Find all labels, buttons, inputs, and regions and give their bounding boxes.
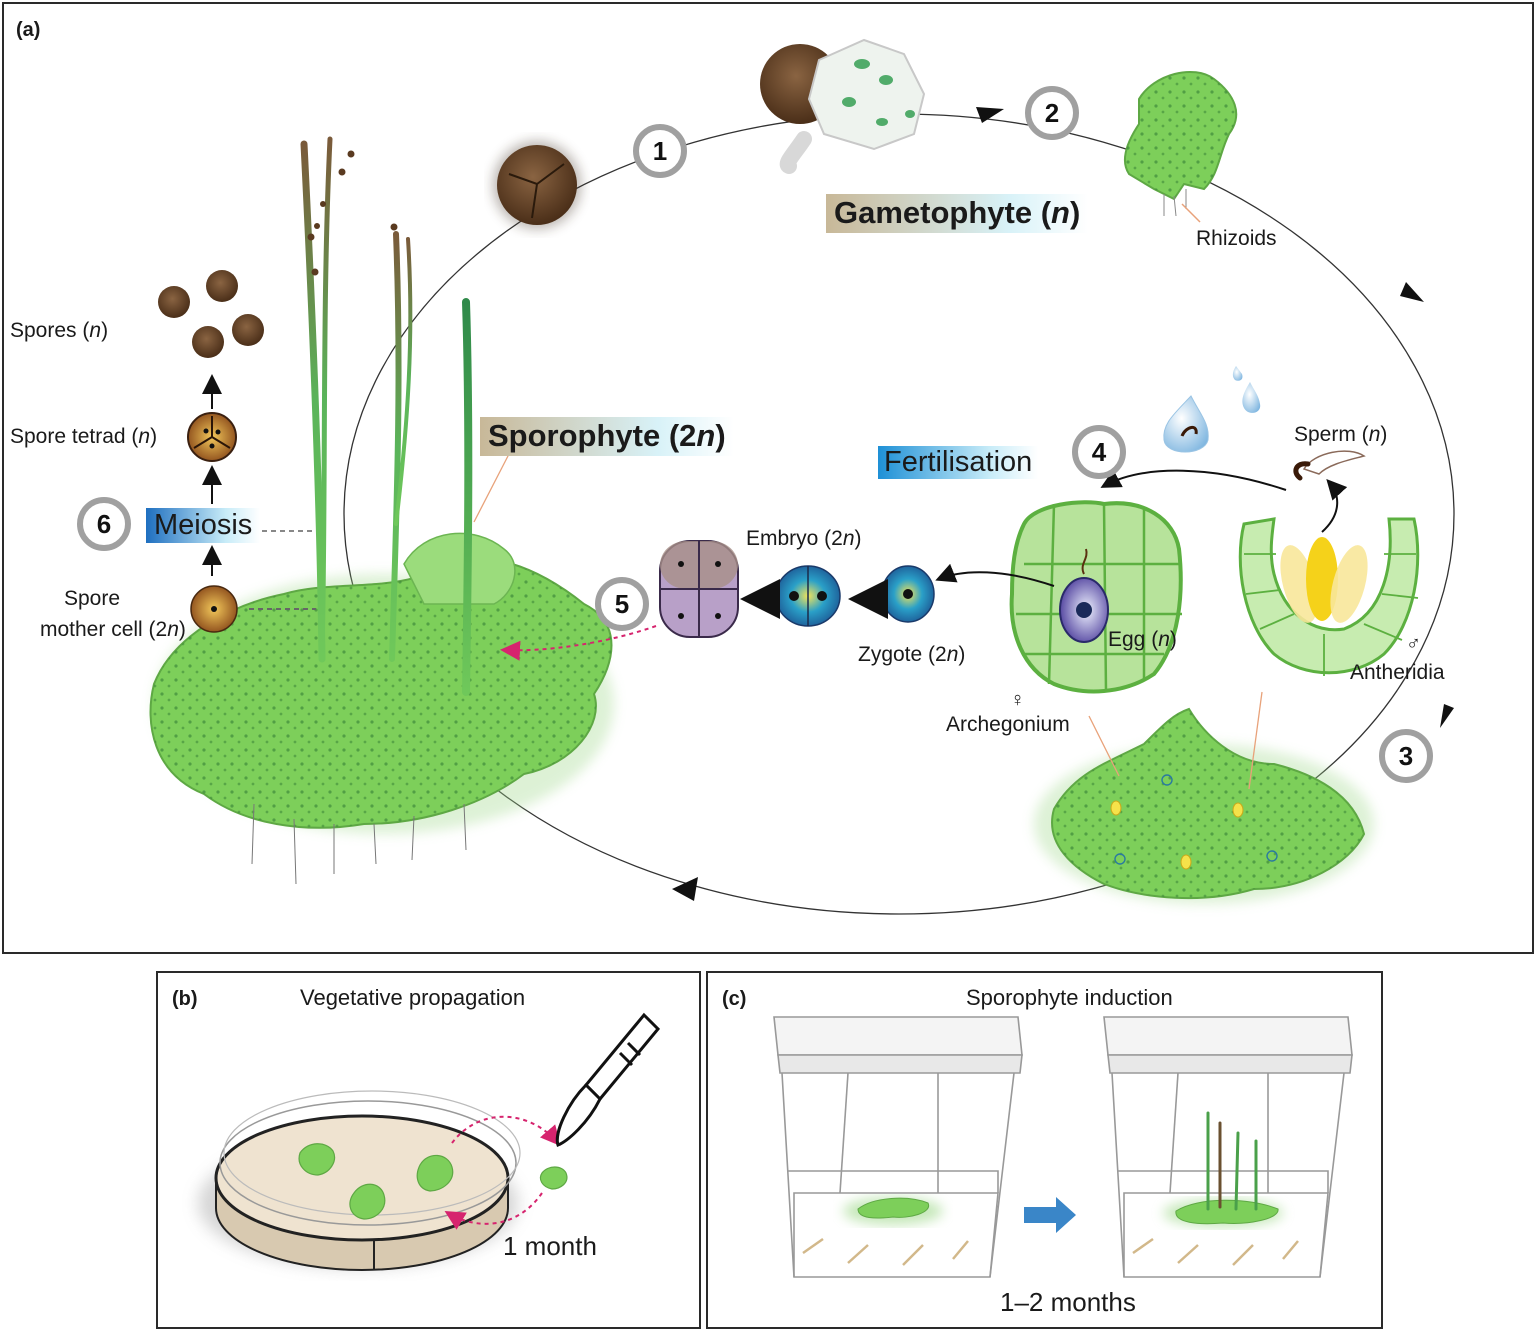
germinating-spore <box>760 38 926 174</box>
young-gametophyte <box>1123 70 1238 223</box>
spore-mother-cell-label-line1: Spore <box>64 587 121 610</box>
embryo-cell <box>775 565 841 627</box>
culture-box-after <box>1103 1016 1353 1278</box>
step-number: 1 <box>653 136 667 166</box>
petri-dish-artwork <box>198 1012 661 1271</box>
panel-title: Sporophyte induction <box>966 985 1173 1010</box>
panel-c: (c) Sporophyte induction 1–2 months <box>706 971 1383 1329</box>
male-symbol: ♂ <box>1406 633 1421 655</box>
spore-mother-cell-label-line2: mother cell (2n) <box>40 618 186 641</box>
panel-label: (b) <box>172 988 198 1010</box>
zygote-label: Zygote (2n) <box>858 643 966 666</box>
panel-label: (c) <box>722 988 747 1010</box>
spore-cluster <box>158 270 264 358</box>
embryo-label: Embryo (2n) <box>746 527 862 550</box>
spore-step1 <box>493 141 581 229</box>
cycle-arrowhead <box>1400 282 1424 302</box>
cycle-arrowhead <box>976 107 1004 123</box>
culture-boxes-artwork <box>773 1016 1353 1278</box>
zygote-cell <box>881 565 935 623</box>
egg-label: Egg (n) <box>1108 628 1177 651</box>
spore-tetrad-cell <box>187 412 237 462</box>
mature-gametophyte <box>1034 691 1374 904</box>
step-number: 2 <box>1045 98 1059 128</box>
culture-box-before <box>773 1016 1023 1278</box>
step-circles <box>77 86 1433 783</box>
duration-label: 1–2 months <box>1000 1287 1136 1317</box>
archegonium-label: Archegonium <box>946 713 1070 736</box>
fertilisation-label: Fertilisation <box>878 446 1039 479</box>
life-cycle-artwork: 1 2 3 4 5 6 <box>77 38 1455 915</box>
meiosis-label: Meiosis <box>146 508 261 543</box>
spores-label: Spores (n) <box>10 319 109 342</box>
step-number: 6 <box>97 509 111 539</box>
sperm-label: Sperm (n) <box>1294 423 1388 446</box>
panel-a: 1 2 3 4 5 6 (a) Gametophyte (n) Sporophy… <box>2 2 1534 954</box>
sperm-illustration <box>1293 450 1366 481</box>
scalpel-icon <box>555 1012 661 1147</box>
sporophyte-colony <box>149 136 614 885</box>
archegonium-illustration <box>1009 500 1183 694</box>
panel-title: Vegetative propagation <box>300 985 526 1010</box>
female-symbol: ♀ <box>1010 689 1025 711</box>
duration-label: 1 month <box>503 1231 597 1261</box>
arrow-right-icon <box>1024 1197 1076 1233</box>
spore-mother-cell <box>190 585 238 633</box>
panel-label: (a) <box>16 19 41 41</box>
antheridia-label: Antheridia <box>1350 661 1445 684</box>
step-number: 4 <box>1092 437 1107 467</box>
gametophyte-label: Gametophyte (n) <box>826 194 1089 233</box>
eight-cell-embryo <box>659 540 739 638</box>
cycle-arrowhead <box>1440 704 1454 728</box>
step-number: 5 <box>615 589 629 619</box>
sporophyte-label: Sporophyte (2n) <box>480 417 734 456</box>
spore-tetrad-label: Spore tetrad (n) <box>10 425 158 448</box>
cycle-arrowhead <box>672 877 698 901</box>
panel-b: (b) Vegetative propagation 1 month <box>156 971 701 1329</box>
step-number: 3 <box>1399 741 1413 771</box>
antheridia-illustration <box>1238 517 1420 676</box>
rhizoids-label: Rhizoids <box>1196 227 1277 250</box>
water-droplets <box>1163 366 1261 453</box>
